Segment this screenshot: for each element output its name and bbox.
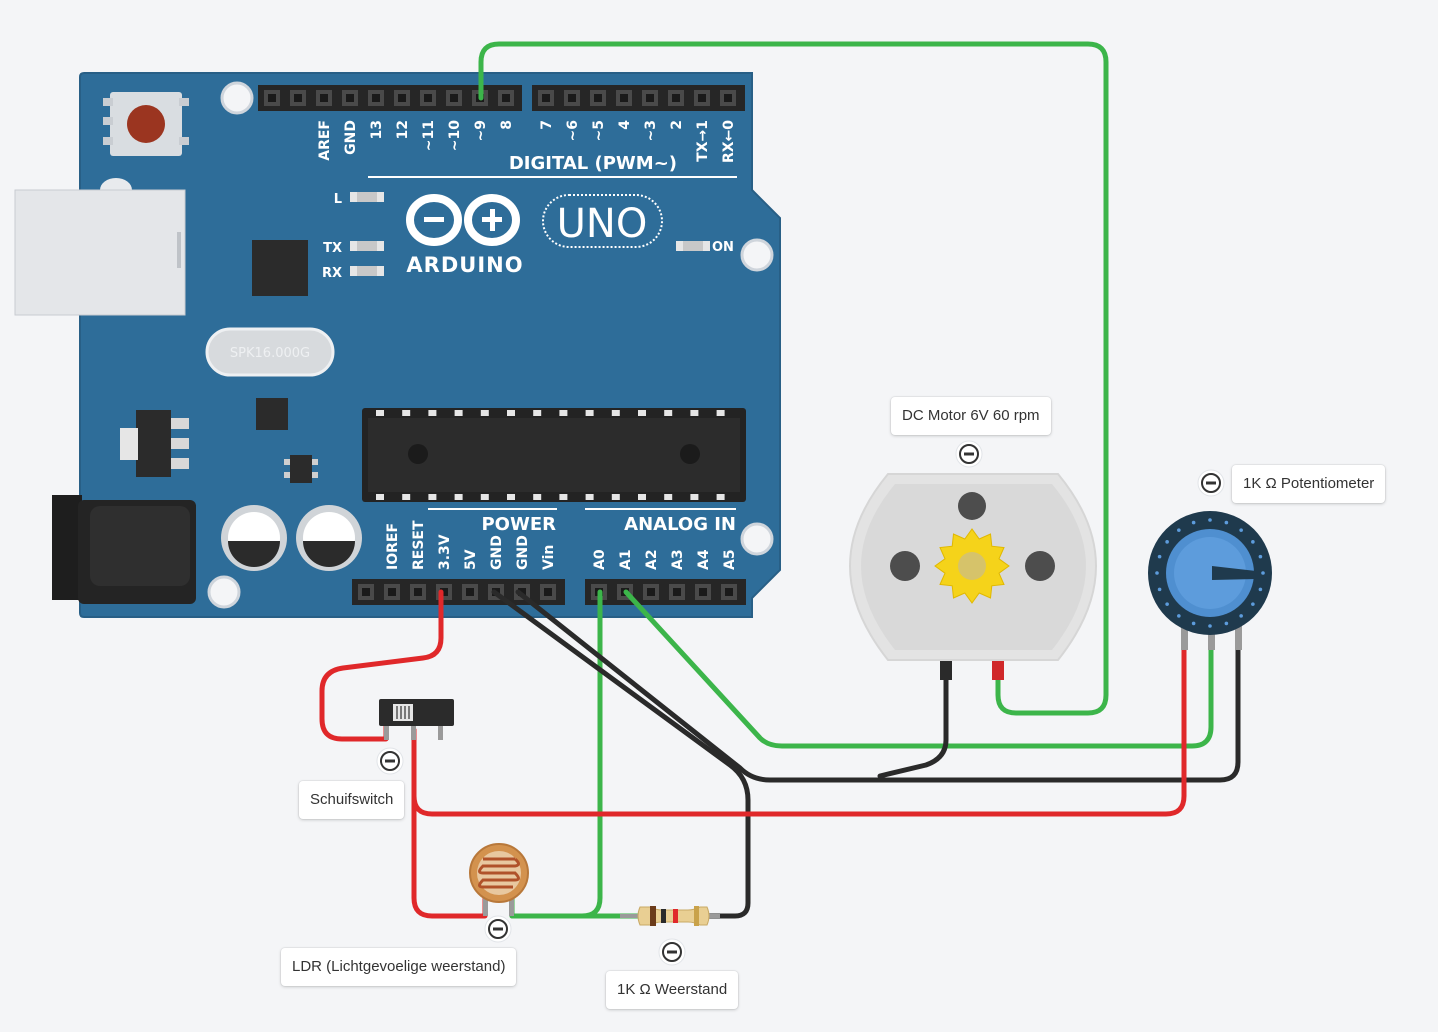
led-l-label: L [334,192,342,207]
mounting-hole [740,522,774,556]
pin-label: IOREF [385,523,401,570]
pin-label: AREF [317,120,333,161]
pin-label: TX→1 [695,120,711,162]
uno-badge [542,194,663,248]
power-jack [52,495,196,604]
usb-port [14,178,186,316]
pin-label: 8 [499,120,515,130]
remove-icon[interactable] [484,915,512,943]
pin-label: A3 [670,549,686,570]
switch-label[interactable]: Schuifswitch [299,781,405,819]
resistor-label[interactable]: 1K Ω Weerstand [606,971,739,1009]
crystal-label: SPK16.000G [230,346,310,361]
transistor [284,455,318,483]
pin-label: GND [489,535,505,570]
led-tx-label: TX [323,241,342,256]
pin-label: 7 [539,120,555,130]
pin-label: ~5 [591,120,607,141]
ldr-label[interactable]: LDR (Lichtgevoelige weerstand) [281,948,517,986]
wire-red-3v3-switch[interactable] [319,589,444,742]
wire-red-switch-pot[interactable] [411,645,1187,817]
remove-icon[interactable] [376,747,404,775]
voltage-regulator [120,410,189,477]
led-on-label: ON [712,240,734,255]
arduino-uno-board[interactable]: SPK16.000G L TX RX ON [14,72,781,618]
wire-green-a1-pot[interactable] [623,589,1214,749]
atmega-chip [362,408,746,502]
pin-label: 13 [369,120,385,139]
analog-header [585,579,746,605]
capacitor [296,505,362,571]
pin-label: 2 [669,120,685,130]
resistor-1k[interactable] [620,906,720,926]
remove-icon[interactable] [658,938,686,966]
led-l [350,192,384,202]
brand-text: ARDUINO [406,253,523,277]
reset-button[interactable] [103,92,189,156]
led-rx-label: RX [322,266,342,281]
wire-green-pin9-motor[interactable] [478,41,1109,716]
wires[interactable] [319,41,1241,919]
potentiometer[interactable] [1148,511,1272,650]
pin-label: Vin [541,545,557,570]
digital-header-label: DIGITAL (PWM~) [509,153,677,174]
digital-header-left [258,85,522,111]
digital-header-right [532,85,745,111]
slide-switch[interactable] [379,699,454,740]
model-text: UNO [557,201,648,247]
motor-label[interactable]: DC Motor 6V 60 rpm [891,397,1051,435]
pin-label: A5 [722,549,738,570]
analog-header-label: ANALOG IN [624,514,736,535]
pin-label: ~11 [421,120,437,151]
pin-label: A1 [618,549,634,570]
pin-label: ~10 [447,120,463,151]
potentiometer-label[interactable]: 1K Ω Potentiometer [1232,465,1386,503]
pin-label: RESET [411,520,427,570]
crystal-oscillator: SPK16.000G [205,327,335,377]
ldr-photoresistor[interactable] [469,843,529,916]
remove-icon[interactable] [1197,469,1225,497]
mounting-hole [740,238,774,272]
pin-label: ~3 [643,120,659,141]
led-tx [350,241,384,251]
pin-label: 12 [395,120,411,139]
led-on [676,241,710,251]
dc-motor[interactable] [848,473,1098,680]
pin-label: 3.3V [437,534,453,570]
mounting-hole [220,81,254,115]
pin-label: 4 [617,120,633,130]
led-rx [350,266,384,276]
pin-label: GND [343,120,359,155]
capacitor [221,505,287,571]
pin-label: ~9 [473,120,489,141]
pin-label: A2 [644,549,660,570]
pin-label: 5V [463,549,479,570]
wire-black-gnd-resistor[interactable] [491,589,751,919]
remove-icon[interactable] [955,440,983,468]
wire-black-motor[interactable] [877,673,949,779]
mounting-hole [207,575,241,609]
wire-black-gnd-motor-pot[interactable] [515,589,1241,783]
pin-label: A0 [592,549,608,570]
wire-red-switch-ldr[interactable] [411,727,488,919]
pin-label: GND [515,535,531,570]
arduino-logo [406,194,520,246]
pin-label: RX←0 [721,120,737,163]
usb-chip [252,240,308,296]
pin-label: A4 [696,549,712,570]
power-header [352,579,565,605]
small-chip [256,398,288,430]
power-header-label: POWER [481,514,556,535]
pin-label: ~6 [565,120,581,141]
